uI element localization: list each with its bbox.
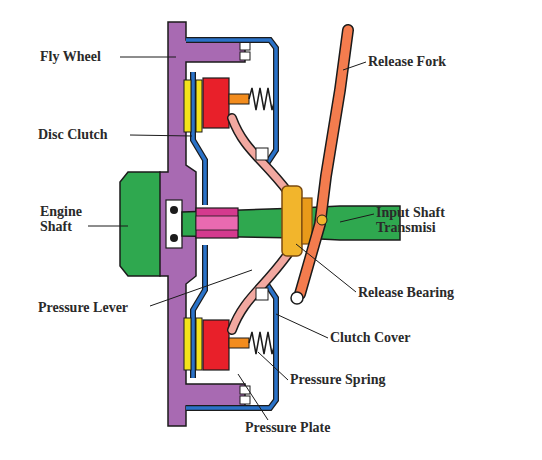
leader-line (130, 135, 192, 136)
bearing-ball (170, 234, 178, 242)
pressure-lever-outline (232, 118, 288, 192)
hub-spline (196, 216, 238, 230)
release-fork-outline (300, 30, 348, 294)
friction-lining (184, 80, 191, 132)
pressure-spring (249, 88, 275, 110)
leader-line (258, 352, 288, 380)
part-label: Clutch Cover (330, 330, 440, 345)
pressure-lever (232, 254, 288, 330)
part-label: Pressure Lever (38, 300, 158, 315)
spring-seat (229, 94, 249, 104)
fork-pin (291, 292, 303, 304)
friction-lining (196, 80, 202, 132)
bearing-ball (170, 206, 178, 214)
release-bearing (282, 186, 302, 256)
part-label: Release Bearing (358, 285, 488, 300)
part-label: Pressure Spring (290, 372, 420, 387)
lever-pivot (256, 148, 268, 160)
bolt (240, 52, 250, 60)
leader-line (296, 244, 356, 292)
disc-hub (196, 208, 238, 238)
leader-line (343, 62, 366, 70)
spring-seat (229, 338, 249, 348)
pilot-bearing (166, 200, 182, 248)
friction-lining (184, 318, 191, 370)
lever-pivot (256, 288, 268, 300)
leader-line (150, 270, 252, 306)
clutch-cover (186, 40, 276, 408)
pressure-lever (232, 118, 288, 192)
part-label: Pressure Plate (245, 420, 365, 435)
part-label: Fly Wheel (40, 49, 130, 64)
leader-line (276, 314, 328, 338)
bolt (240, 42, 250, 50)
friction-lining (196, 318, 202, 370)
flywheel (160, 22, 245, 426)
pressure-lever-outline (232, 254, 288, 330)
part-label: Release Fork (368, 54, 488, 69)
pressure-plate (203, 78, 229, 128)
part-label: Input Shaft Transmisi (376, 205, 476, 235)
leader-line (88, 226, 128, 227)
release-fork (300, 30, 348, 294)
leader-line (340, 214, 374, 222)
part-label: Disc Clutch (38, 127, 138, 142)
leader-line (238, 374, 268, 420)
leader-line (120, 57, 176, 58)
fork-pivot (317, 215, 327, 225)
pressure-plate (203, 320, 229, 370)
bolt (240, 396, 250, 404)
pressure-spring (249, 332, 275, 354)
clutch-cover-outline (186, 40, 276, 408)
part-label: Engine Shaft (40, 204, 98, 234)
